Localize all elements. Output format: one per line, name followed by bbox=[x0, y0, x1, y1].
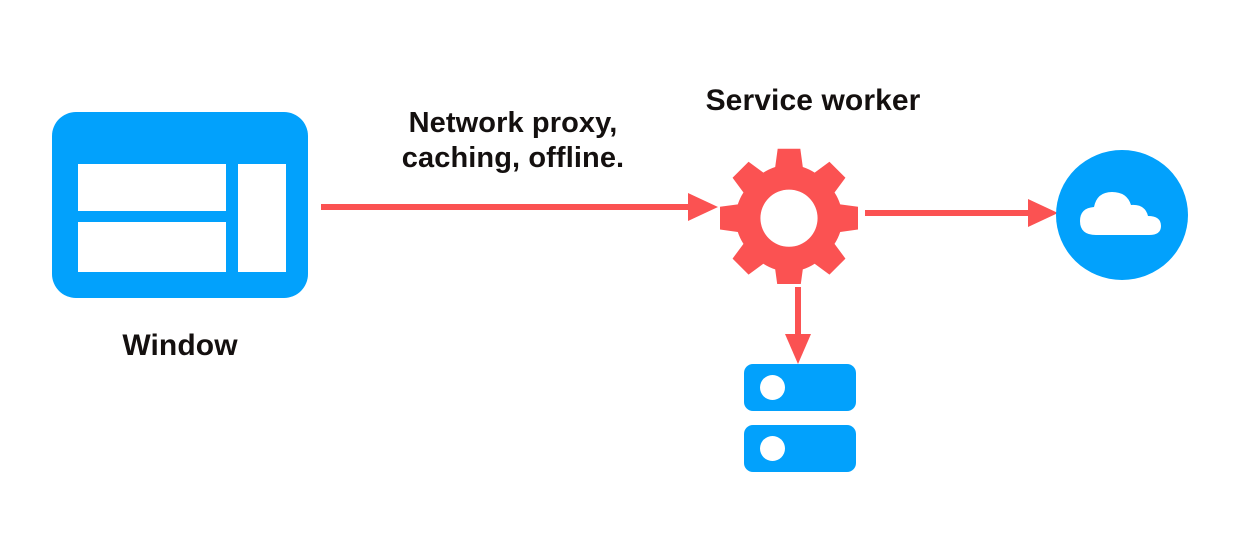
window-label: Window bbox=[122, 329, 238, 362]
server-icon bbox=[744, 364, 856, 472]
arrow-service-worker-to-cache bbox=[780, 286, 816, 366]
network-proxy-label: Network proxy, caching, offline. bbox=[401, 107, 625, 175]
server-led-bottom bbox=[760, 436, 785, 461]
arrow-right-icon bbox=[865, 199, 1058, 227]
server-unit-bottom bbox=[744, 425, 856, 472]
server-unit-top bbox=[744, 364, 856, 411]
gear-icon bbox=[719, 146, 859, 288]
window-pane-top bbox=[78, 164, 226, 211]
arrow-service-worker-to-network bbox=[864, 196, 1060, 230]
window-pane-side bbox=[238, 164, 286, 272]
service-worker-label: Service worker bbox=[705, 84, 921, 117]
arrow-down-icon bbox=[785, 287, 811, 364]
browser-window-icon bbox=[52, 112, 308, 298]
arrow-right-icon bbox=[321, 193, 718, 221]
gear-glyph bbox=[719, 148, 859, 288]
arrow-window-to-service-worker bbox=[320, 190, 720, 224]
cloud-icon bbox=[1056, 150, 1188, 280]
window-pane-bottom bbox=[78, 222, 226, 272]
server-led-top bbox=[760, 375, 785, 400]
cloud-glyph bbox=[1056, 150, 1188, 280]
